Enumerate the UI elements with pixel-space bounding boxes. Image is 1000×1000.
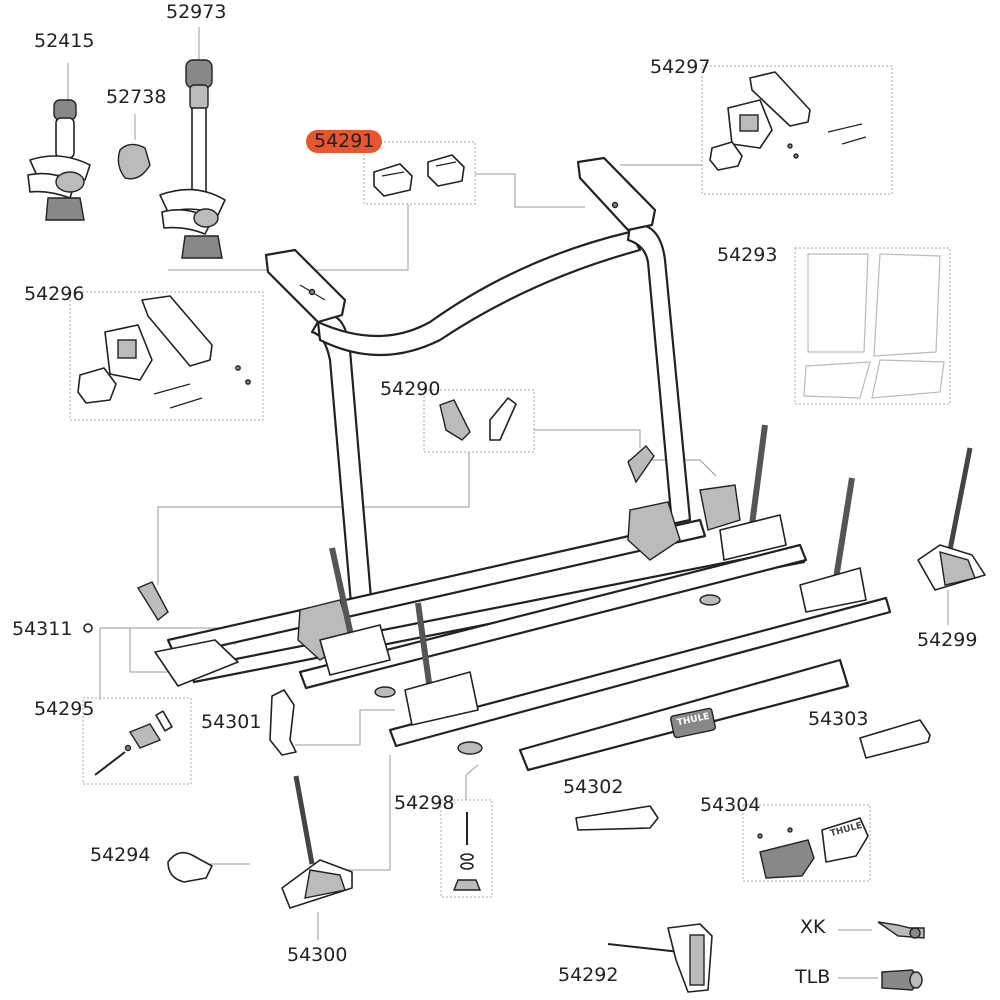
label-54300[interactable]: 54300 bbox=[287, 944, 348, 966]
part-54298-foot-bolt bbox=[452, 812, 482, 891]
part-52415-clamp bbox=[27, 99, 91, 221]
part-tlb-lock-cylinder bbox=[881, 969, 923, 991]
part-xk-key bbox=[877, 921, 925, 939]
part-54301-clip bbox=[269, 689, 297, 756]
box-54293 bbox=[794, 247, 951, 405]
label-52738[interactable]: 52738 bbox=[106, 86, 167, 108]
label-54297[interactable]: 54297 bbox=[650, 56, 711, 78]
label-54298[interactable]: 54298 bbox=[394, 792, 455, 814]
part-52973-arm bbox=[159, 59, 226, 259]
part-52738-knob bbox=[117, 143, 151, 180]
leader-lines bbox=[67, 27, 949, 979]
part-54300-wheel-holder bbox=[281, 775, 353, 909]
label-52415[interactable]: 52415 bbox=[34, 30, 95, 52]
label-54299[interactable]: 54299 bbox=[917, 629, 978, 651]
label-54294[interactable]: 54294 bbox=[90, 844, 151, 866]
label-54292[interactable]: 54292 bbox=[558, 964, 619, 986]
label-54304[interactable]: 54304 bbox=[700, 794, 761, 816]
part-54293-sheets bbox=[803, 253, 945, 399]
label-54301[interactable]: 54301 bbox=[201, 711, 262, 733]
main-carrier-frame bbox=[136, 156, 892, 772]
part-54302-cover bbox=[575, 805, 659, 831]
label-54290[interactable]: 54290 bbox=[380, 378, 441, 400]
label-tlb[interactable]: TLB bbox=[795, 966, 831, 988]
label-52973[interactable]: 52973 bbox=[166, 1, 227, 23]
box-54297 bbox=[701, 65, 893, 195]
part-54290-latches bbox=[439, 397, 517, 441]
label-54311[interactable]: 54311 bbox=[12, 618, 73, 640]
part-54311-pin bbox=[83, 623, 93, 633]
label-xk[interactable]: XK bbox=[800, 916, 826, 938]
part-54304-cover-kit bbox=[757, 817, 869, 879]
box-54290 bbox=[423, 389, 535, 453]
part-54297-kit bbox=[709, 71, 867, 171]
part-54294-knob bbox=[167, 851, 213, 883]
part-54292-lock bbox=[607, 923, 713, 993]
label-54293[interactable]: 54293 bbox=[717, 244, 778, 266]
part-54291-caps bbox=[373, 154, 465, 197]
part-54295-bolt-kit bbox=[94, 710, 173, 776]
part-54296-kit bbox=[77, 295, 251, 409]
label-54295[interactable]: 54295 bbox=[34, 698, 95, 720]
label-54302[interactable]: 54302 bbox=[563, 776, 624, 798]
part-54303-cover bbox=[859, 719, 931, 759]
label-54291-highlighted[interactable]: 54291 bbox=[306, 130, 383, 153]
label-54296[interactable]: 54296 bbox=[24, 283, 85, 305]
box-54296 bbox=[69, 291, 264, 421]
part-54299-wheel-holder bbox=[917, 447, 986, 591]
label-54303[interactable]: 54303 bbox=[808, 708, 869, 730]
box-54304 bbox=[742, 804, 871, 882]
box-54291 bbox=[363, 141, 476, 205]
box-54295 bbox=[82, 697, 192, 785]
